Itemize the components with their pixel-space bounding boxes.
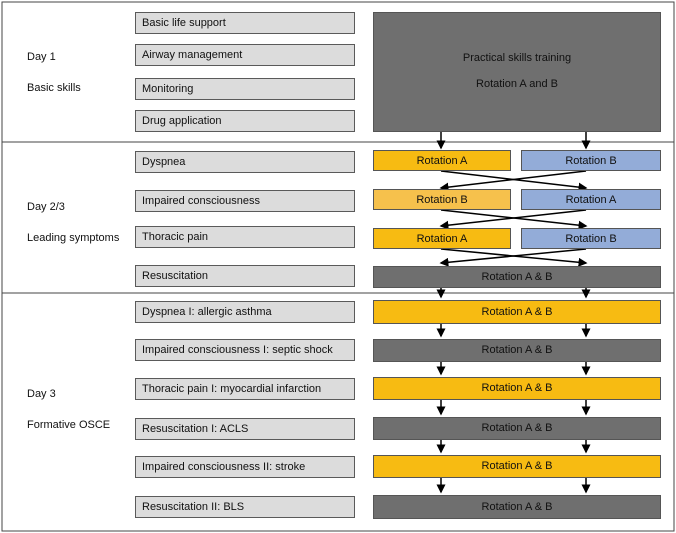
rotation-box: Rotation A: [373, 150, 511, 171]
topic-box: Drug application: [135, 110, 355, 132]
day-label: Day 2/3: [27, 201, 65, 213]
rotation-box: Rotation B: [521, 150, 661, 171]
day-label: Day 1: [27, 51, 56, 63]
topic-box: Resuscitation I: ACLS: [135, 418, 355, 440]
rotation-box: Rotation B: [373, 189, 511, 210]
topic-box: Resuscitation: [135, 265, 355, 287]
rotation-box: Rotation A & B: [373, 417, 661, 440]
rotation-box: Rotation A & B: [373, 377, 661, 400]
rotation-box: Rotation A & B: [373, 266, 661, 288]
rotation-box: Rotation A & B: [373, 300, 661, 324]
topic-box: Dyspnea: [135, 151, 355, 173]
topic-box: Resuscitation II: BLS: [135, 496, 355, 518]
topic-box: Thoracic pain: [135, 226, 355, 248]
rotation-box: Rotation B: [521, 228, 661, 249]
rotation-box: Rotation A & B: [373, 455, 661, 478]
practical-skills-subtitle: Rotation A and B: [476, 78, 558, 90]
rotation-box: Rotation A: [373, 228, 511, 249]
topic-box: Impaired consciousness I: septic shock: [135, 339, 355, 361]
topic-box: Impaired consciousness: [135, 190, 355, 212]
section-title: Basic skills: [27, 82, 81, 94]
cross-arrow: [439, 248, 587, 267]
rotation-box: Rotation A & B: [373, 339, 661, 362]
rotation-box: Rotation A: [521, 189, 661, 210]
day-label: Day 3: [27, 388, 56, 400]
topic-box: Impaired consciousness II: stroke: [135, 456, 355, 478]
cross-arrow: [439, 170, 587, 192]
topic-box: Monitoring: [135, 78, 355, 100]
section-title: Leading symptoms: [27, 232, 120, 244]
topic-box: Airway management: [135, 44, 355, 66]
practical-skills-box: Practical skills training Rotation A and…: [373, 12, 661, 132]
topic-box: Dyspnea I: allergic asthma: [135, 301, 355, 323]
cross-arrow: [439, 209, 587, 230]
section-title: Formative OSCE: [27, 419, 111, 431]
rotation-box: Rotation A & B: [373, 495, 661, 519]
topic-box: Basic life support: [135, 12, 355, 34]
practical-skills-title: Practical skills training: [462, 52, 572, 64]
topic-box: Thoracic pain I: myocardial infarction: [135, 378, 355, 400]
